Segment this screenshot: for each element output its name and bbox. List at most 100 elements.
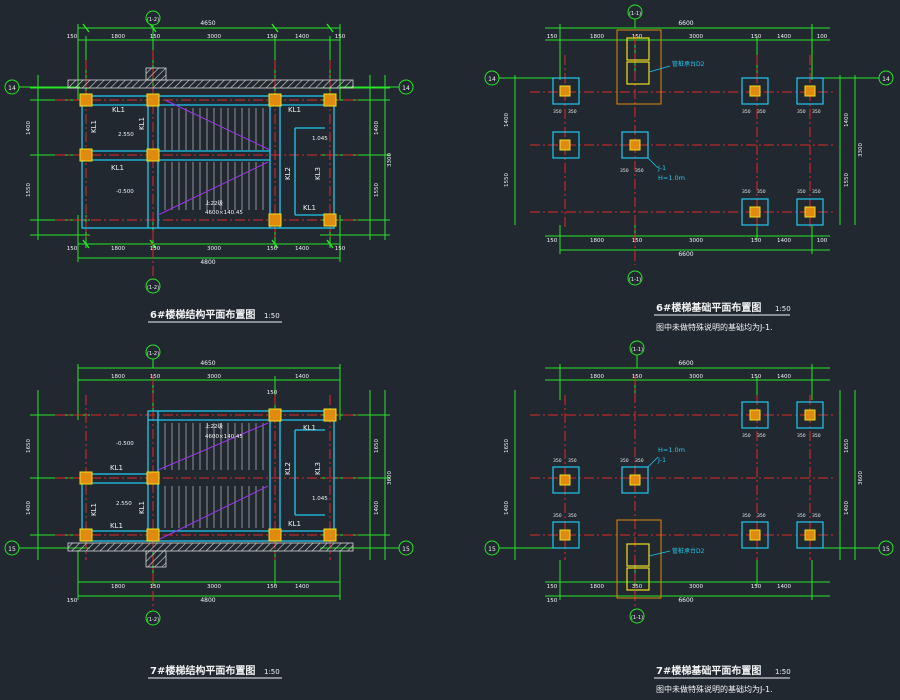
footing-dim: 350: [757, 433, 766, 439]
wall-hatch: [145, 67, 167, 81]
panel-scale: 1:50: [264, 668, 280, 676]
dim-text: 3000: [689, 584, 703, 590]
dim-total-top: 4650: [200, 360, 215, 367]
leader-line: [647, 456, 659, 468]
dim-text: 3600: [858, 471, 864, 485]
footing-type: J-1: [657, 164, 666, 172]
beam-label: KL2: [284, 167, 292, 180]
beam-label: KL3: [314, 462, 322, 475]
beam-label: KL1: [138, 117, 146, 130]
dim-text: 3000: [689, 374, 703, 380]
pile-note: 管桩承台D2: [672, 547, 705, 555]
footing-dim: 350: [553, 513, 562, 519]
dim-text: 150: [267, 390, 278, 396]
dim-total-bottom: 4800: [200, 259, 215, 266]
dim-text: 1800: [111, 246, 125, 252]
dim-text: 1550: [844, 173, 850, 187]
panel-note: 图中未做特殊说明的基础均为J-1.: [656, 684, 773, 694]
dim-text: 1400: [295, 34, 309, 40]
dim-text: 3600: [387, 471, 393, 485]
dim-text: 1400: [295, 584, 309, 590]
stair-note: 上22级: [205, 199, 223, 207]
dim-text: 1400: [844, 113, 850, 127]
dim-text: 1650: [374, 439, 380, 453]
footing-type: J-1: [657, 456, 666, 464]
footing-dim: 350: [635, 458, 644, 464]
panel-scale: 1:50: [775, 305, 791, 313]
dim-text: 150: [547, 238, 558, 244]
beam-label: KL1: [112, 106, 125, 114]
footing-dim: 350: [797, 189, 806, 195]
panel-6-foundation-plan: 6600 150 1800 150 3000 150 1400 100 150 …: [484, 4, 894, 332]
dim-text: 1800: [590, 34, 604, 40]
dim-text: 1400: [777, 34, 791, 40]
pile-cap-outline: [616, 519, 662, 599]
dim-text: 3000: [207, 374, 221, 380]
axis-label-14: 14: [8, 85, 16, 92]
footing-dim: 350: [620, 168, 629, 174]
panel-note: 图中未做特殊说明的基础均为J-1.: [656, 322, 773, 332]
dim-text: 3000: [207, 34, 221, 40]
section-label: (1-2): [147, 17, 159, 23]
axis-label-14: 14: [488, 76, 496, 83]
panel-7-foundation-plan: 6600 1800 150 3000 150 1400 150 1800 350…: [484, 340, 894, 694]
dim-text: 150: [335, 246, 346, 252]
dim-text: 150: [267, 34, 278, 40]
pile: [626, 61, 650, 85]
dim-text: 150: [547, 584, 558, 590]
dim-text: 1800: [590, 584, 604, 590]
dim-total-bottom: 4800: [200, 597, 215, 604]
dim-text: 1650: [504, 439, 510, 453]
dim-total-bottom: 6600: [678, 251, 693, 258]
dim-text: 150: [267, 584, 278, 590]
footing-dim: 350: [568, 513, 577, 519]
panel-title: 7#楼梯结构平面布置图: [150, 664, 255, 677]
axis-label-14: 14: [402, 85, 410, 92]
dim-text: 3300: [858, 143, 864, 157]
section-label: (1-2): [147, 285, 159, 291]
dim-text: 3000: [689, 34, 703, 40]
dim-text: 100: [817, 34, 828, 40]
dim-text: 1400: [295, 374, 309, 380]
panel-6-structure-plan: 4650 150 1800 150 3000 150 1400 150 150 …: [4, 10, 414, 323]
section-label: (1-1): [629, 11, 641, 17]
axis-label-15: 15: [488, 546, 496, 553]
dim-text: 150: [751, 374, 762, 380]
leader-line: [648, 65, 671, 73]
beam-label: KL1: [90, 503, 98, 516]
elevation: -0.500: [116, 441, 134, 447]
stair-note: 上22级: [205, 422, 223, 430]
dim-text: 150: [150, 34, 161, 40]
axis-label-15: 15: [882, 546, 890, 553]
dim-text: 150: [751, 238, 762, 244]
dim-text: 1400: [295, 246, 309, 252]
stair-note: 4600×140.45: [205, 434, 243, 440]
dim-text: 1400: [26, 121, 32, 135]
footing-dim: 350: [757, 513, 766, 519]
dim-text: 3000: [689, 238, 703, 244]
dim-text: 1400: [844, 501, 850, 515]
footing-dim: 350: [742, 109, 751, 115]
dim-text: 150: [335, 34, 346, 40]
footing-dim: 350: [742, 433, 751, 439]
beam-label: KL1: [110, 464, 123, 472]
dim-text: 1800: [111, 584, 125, 590]
dim-text: 1650: [844, 439, 850, 453]
dim-text: 150: [632, 374, 643, 380]
dim-total-top: 4650: [200, 20, 215, 27]
axis-label-15: 15: [402, 546, 410, 553]
dim-text: 1800: [111, 34, 125, 40]
panel-7-structure-plan: 4650 1800 150 3000 1400 150 1800 150 300…: [4, 344, 414, 679]
section-label: (1-2): [147, 351, 159, 357]
beam-label: KL1: [303, 204, 316, 212]
elevation: -0.500: [116, 189, 134, 195]
pile: [626, 567, 650, 591]
dim-text: 150: [547, 34, 558, 40]
wall-hatch: [67, 542, 354, 552]
footing-dim: 350: [757, 189, 766, 195]
section-label: (1-1): [631, 347, 643, 353]
section-label: (1-2): [147, 617, 159, 623]
panel-title: 6#楼梯结构平面布置图: [150, 308, 255, 321]
dim-text: 1800: [590, 374, 604, 380]
